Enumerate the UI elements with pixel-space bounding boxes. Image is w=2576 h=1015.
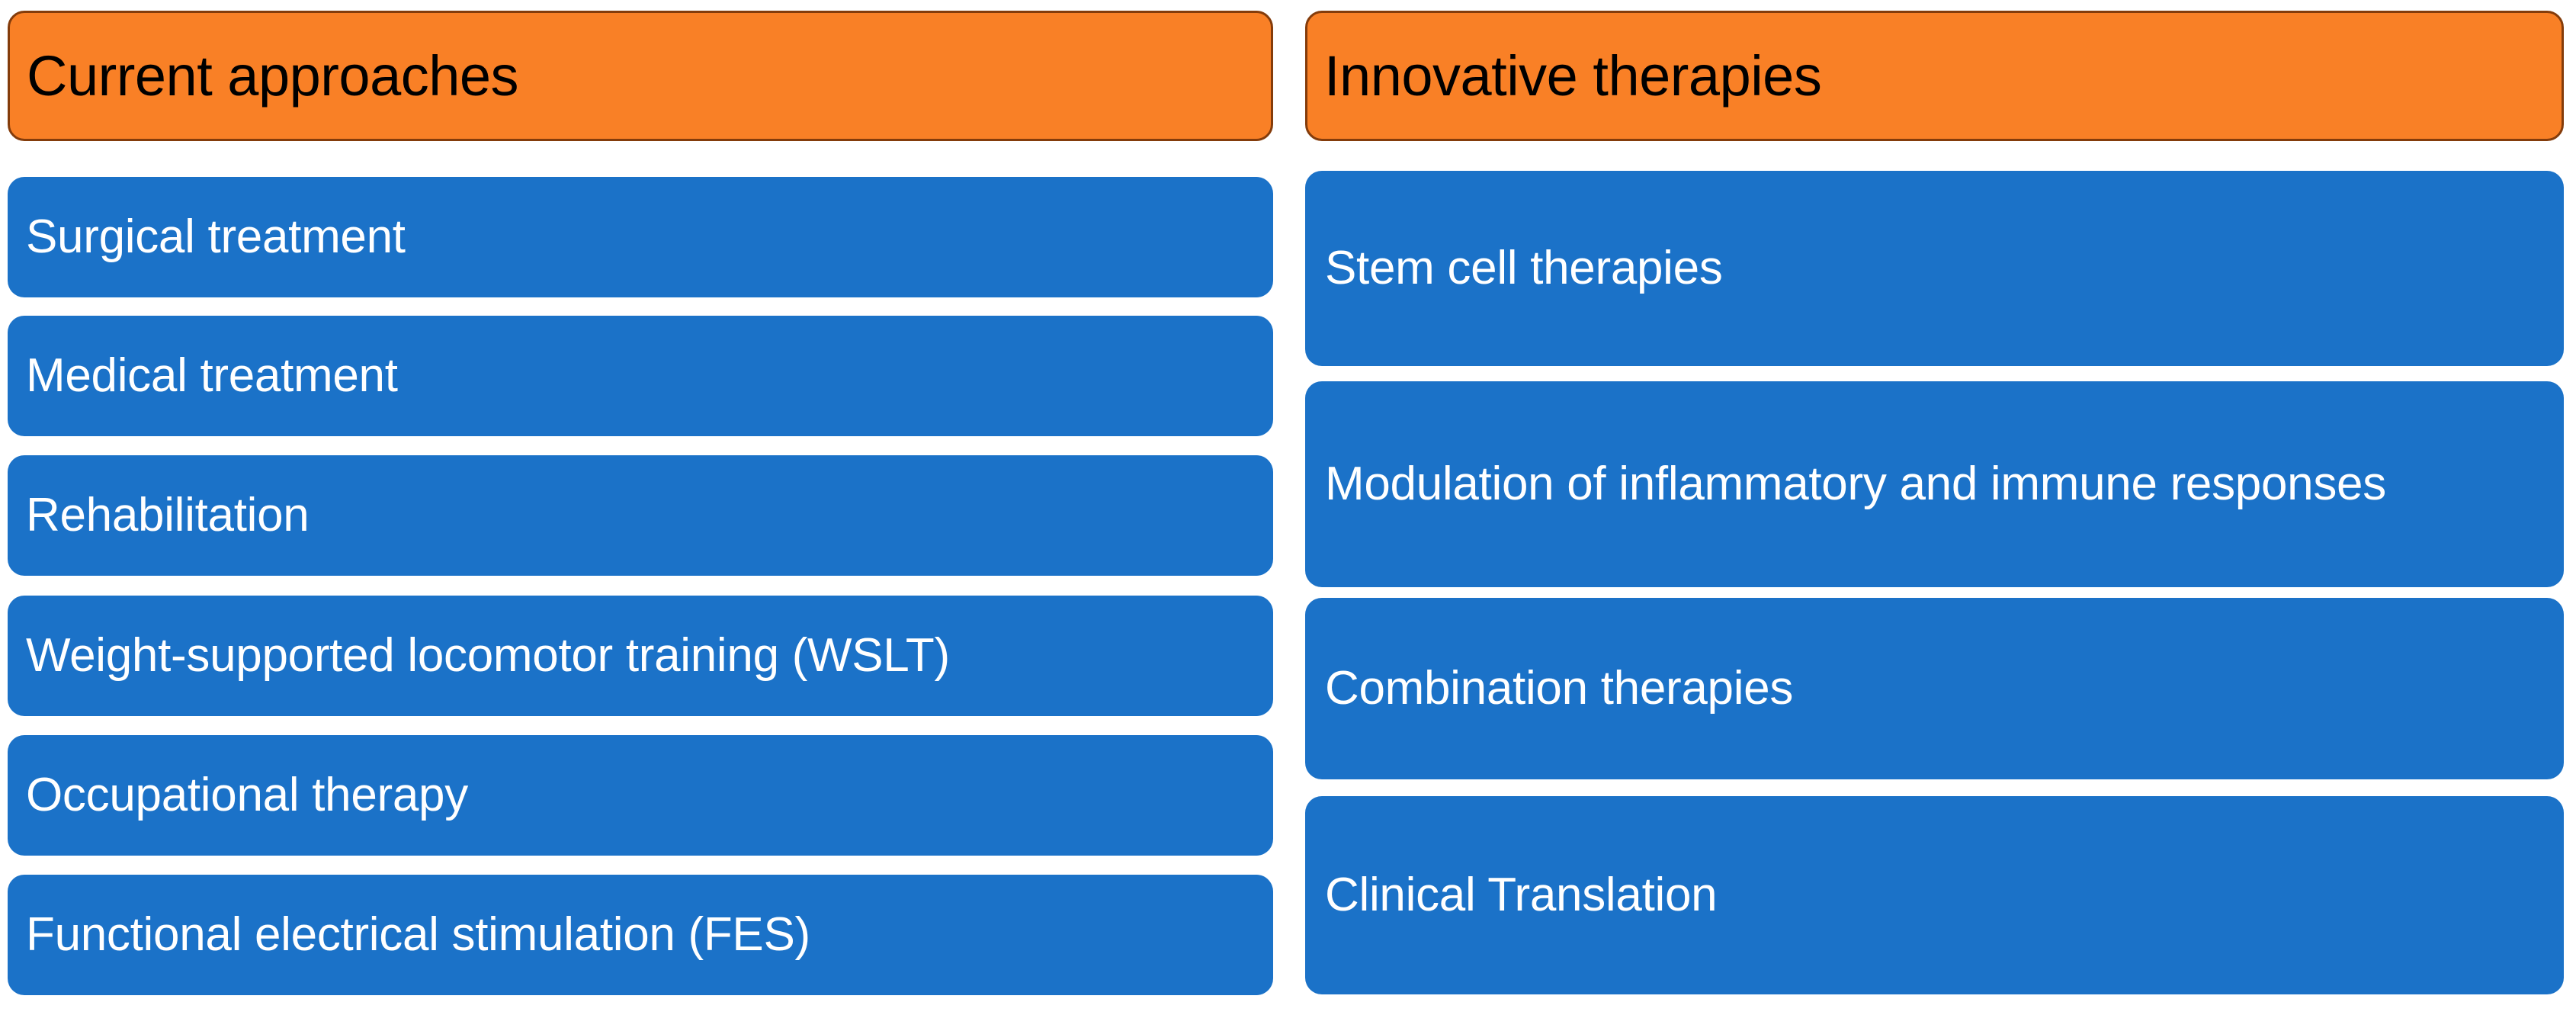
column-header-current-approaches[interactable]: Current approaches — [8, 11, 1273, 141]
item-box-surgical-treatment[interactable]: Surgical treatment — [8, 177, 1273, 297]
column-header-innovative-therapies[interactable]: Innovative therapies — [1305, 11, 2564, 141]
item-box-functional-electrical-stimulation[interactable]: Functional electrical stimulation (FES) — [8, 875, 1273, 995]
item-label: Modulation of inflammatory and immune re… — [1325, 457, 2386, 510]
item-label: Surgical treatment — [26, 210, 406, 263]
column-innovative-therapies: Innovative therapies Stem cell therapies… — [1305, 0, 2564, 1015]
item-label: Occupational therapy — [26, 768, 468, 821]
item-box-occupational-therapy[interactable]: Occupational therapy — [8, 735, 1273, 856]
item-label: Functional electrical stimulation (FES) — [26, 907, 810, 961]
item-box-medical-treatment[interactable]: Medical treatment — [8, 316, 1273, 436]
item-label: Rehabilitation — [26, 488, 310, 541]
column-header-label: Innovative therapies — [1324, 43, 1822, 108]
item-box-clinical-translation[interactable]: Clinical Translation — [1305, 796, 2564, 994]
item-label: Combination therapies — [1325, 661, 1794, 715]
column-header-label: Current approaches — [27, 43, 519, 108]
item-box-stem-cell-therapies[interactable]: Stem cell therapies — [1305, 171, 2564, 366]
item-label: Medical treatment — [26, 349, 398, 402]
item-box-modulation-inflammatory-immune-responses[interactable]: Modulation of inflammatory and immune re… — [1305, 381, 2564, 587]
item-label: Weight-supported locomotor training (WSL… — [26, 628, 950, 682]
column-current-approaches: Current approaches Surgical treatment Me… — [8, 0, 1273, 1015]
item-box-rehabilitation[interactable]: Rehabilitation — [8, 455, 1273, 576]
item-box-combination-therapies[interactable]: Combination therapies — [1305, 598, 2564, 779]
item-label: Stem cell therapies — [1325, 241, 1723, 294]
item-label: Clinical Translation — [1325, 868, 1718, 921]
item-box-weight-supported-locomotor-training[interactable]: Weight-supported locomotor training (WSL… — [8, 596, 1273, 716]
